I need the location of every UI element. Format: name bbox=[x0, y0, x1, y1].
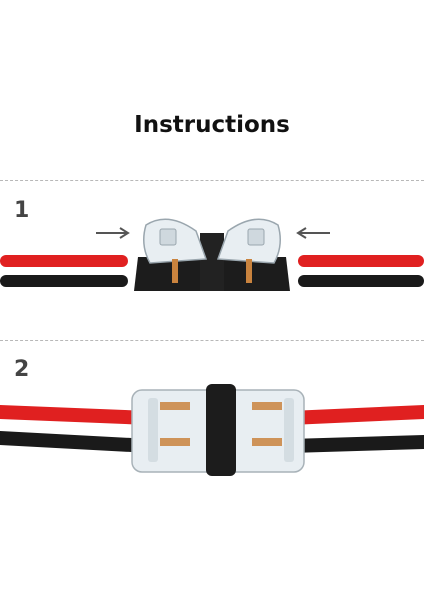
left-red-wire-inserted bbox=[0, 405, 157, 425]
divider-top bbox=[0, 180, 424, 181]
right-red-wire-inserted bbox=[283, 405, 424, 425]
divider-middle bbox=[0, 340, 424, 341]
step-2-number: 2 bbox=[14, 357, 30, 382]
arrow-right-icon bbox=[96, 227, 130, 239]
left-black-wire-inserted bbox=[0, 431, 157, 453]
connector-open-icon bbox=[134, 218, 290, 291]
right-black-wire-inserted bbox=[283, 435, 424, 453]
left-black-wire bbox=[0, 275, 128, 287]
step-2-illustration bbox=[0, 384, 424, 476]
step-1-number: 1 bbox=[14, 198, 30, 223]
right-black-wire bbox=[298, 275, 424, 287]
step-1-illustration bbox=[0, 218, 424, 291]
right-red-wire bbox=[298, 255, 424, 267]
page-title: Instructions bbox=[134, 112, 290, 138]
left-red-wire bbox=[0, 255, 128, 267]
connector-closed-icon bbox=[131, 384, 305, 476]
arrow-left-icon bbox=[296, 227, 330, 239]
